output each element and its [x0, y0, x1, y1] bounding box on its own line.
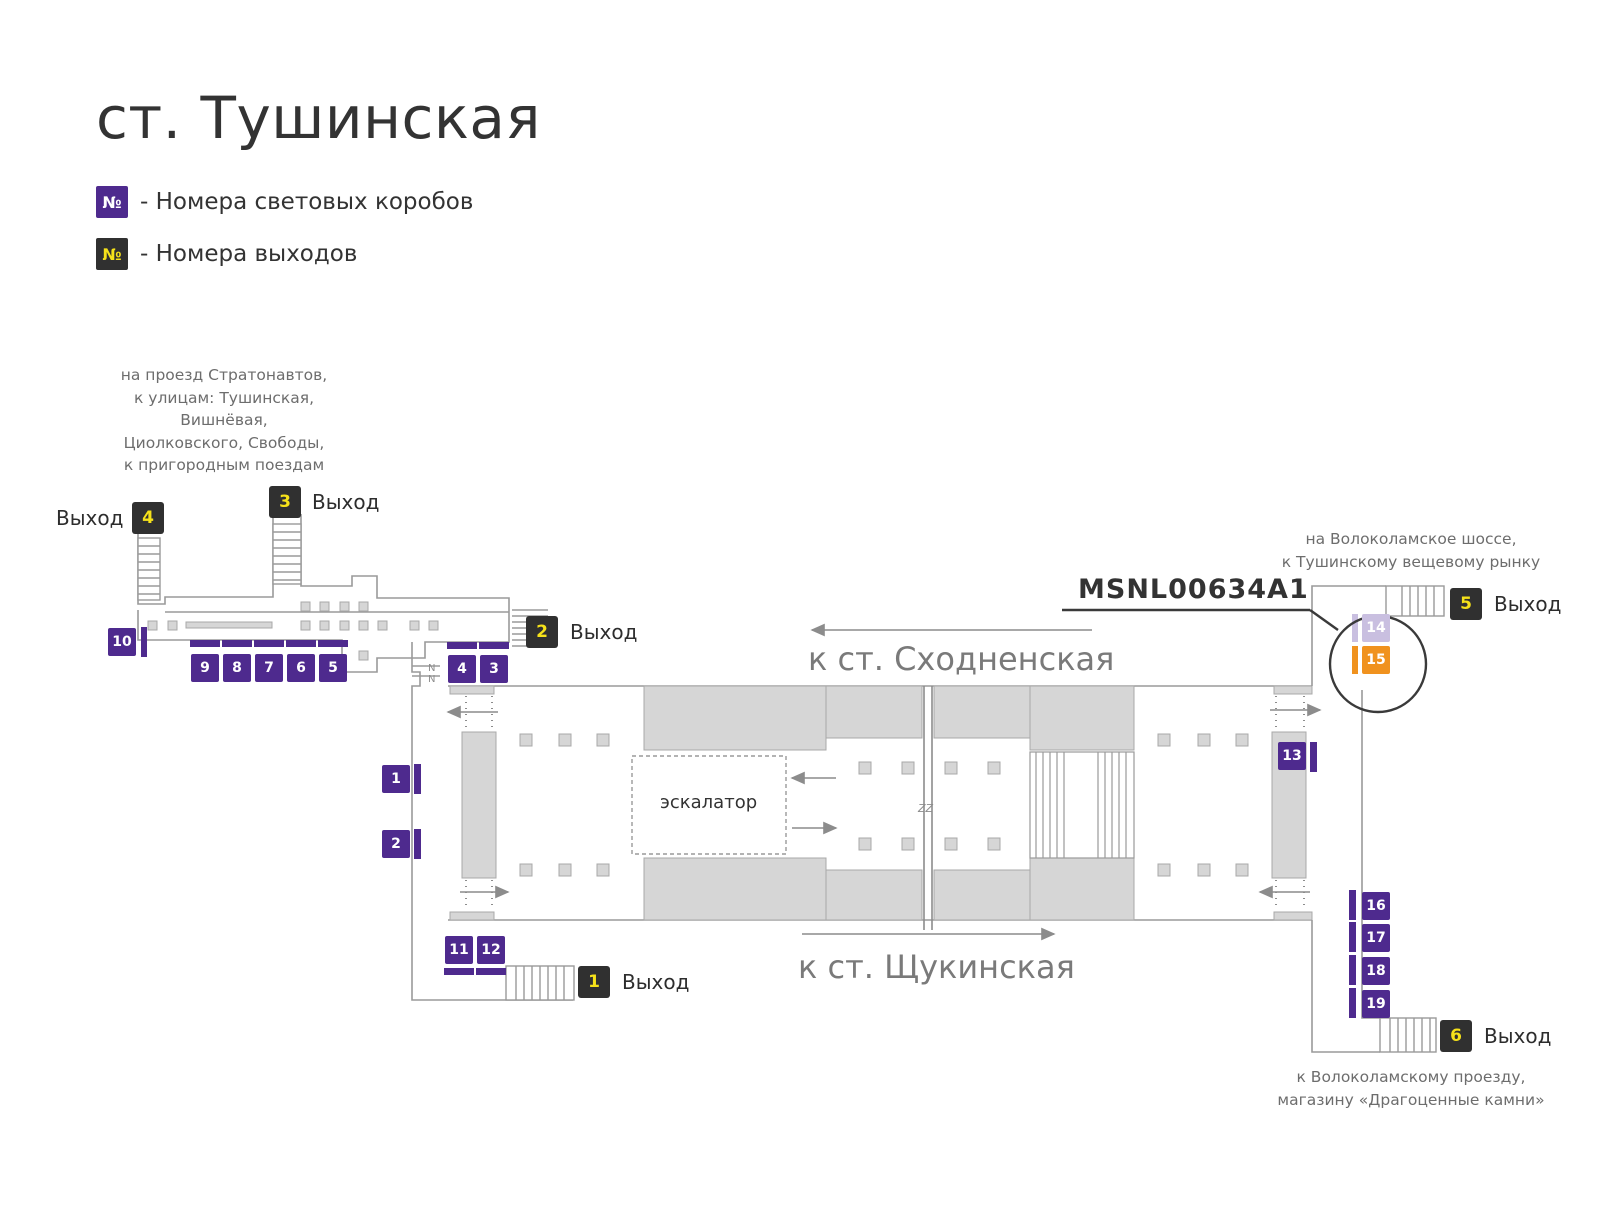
escalator-zone	[631, 755, 787, 855]
note-line: к улицам: Тушинская,	[134, 388, 314, 407]
stairs-exit-3	[272, 523, 302, 585]
exit-6-label: Выход	[1484, 1024, 1552, 1048]
stairs-exit-1	[505, 965, 575, 1001]
north-vestibule	[137, 514, 573, 1001]
svg-text:N: N	[428, 663, 435, 674]
page-title: ст. Тушинская	[96, 84, 541, 152]
exit-6-badge: 6	[1440, 1020, 1472, 1052]
note-line: к пригородным поездам	[123, 456, 325, 474]
exit-4-badge: 4	[132, 502, 164, 534]
exit-3-badge: 3	[269, 486, 301, 518]
note-line: к Волоколамскому проезду,	[1296, 1068, 1526, 1086]
exit-2-label: Выход	[570, 620, 638, 644]
note-line: магазину «Драгоценные камни»	[1277, 1090, 1545, 1109]
exit-4-label: Выход	[56, 506, 124, 530]
direction-north: к ст. Сходненская	[808, 640, 1115, 678]
lightbox-13[interactable]: 13	[1278, 742, 1306, 770]
lightbox-7[interactable]: 7	[255, 654, 283, 682]
lightbox-16[interactable]: 16	[1362, 892, 1390, 920]
exit-2-badge: 2	[526, 616, 558, 648]
exit-3-label: Выход	[312, 490, 380, 514]
note-line: Вишнёвая,	[180, 411, 268, 429]
escalator-label: эскалатор	[660, 792, 758, 813]
lightbox-5[interactable]: 5	[319, 654, 347, 682]
note-exit-5: на Волоколамское шоссе, к Тушинскому вещ…	[1266, 528, 1556, 573]
stairs-exit-5	[1385, 585, 1445, 617]
note-line: на проезд Стратонавтов,	[120, 366, 328, 384]
lightbox-3[interactable]: 3	[480, 655, 508, 683]
lightbox-6[interactable]: 6	[287, 654, 315, 682]
lightbox-15[interactable]: 15	[1362, 646, 1390, 674]
highlight-code: MSNL00634A1	[1078, 574, 1309, 605]
east-corridor	[1311, 585, 1386, 1053]
legend-lightbox-badge: №	[96, 186, 128, 218]
lightbox-18[interactable]: 18	[1362, 957, 1390, 985]
legend-lightbox: № - Номера световых коробов	[96, 186, 473, 218]
central-stairs	[1029, 751, 1135, 859]
direction-arrows	[446, 623, 1322, 941]
note-exit-6: к Волоколамскому проезду, магазину «Драг…	[1266, 1066, 1556, 1111]
lightbox-8[interactable]: 8	[223, 654, 251, 682]
exit-1-badge: 1	[578, 966, 610, 998]
passage-dots	[465, 696, 1305, 910]
lightbox-10[interactable]: 10	[108, 628, 136, 656]
stairs-exit-6	[1379, 1017, 1437, 1053]
legend-exit-badge: №	[96, 238, 128, 270]
exit-5-badge: 5	[1450, 588, 1482, 620]
note-line: Циолковского, Свободы,	[123, 433, 325, 452]
legend-exit-label: - Номера выходов	[140, 241, 358, 267]
track-blocks	[643, 685, 1135, 921]
lightbox-11[interactable]: 11	[445, 936, 473, 964]
lightbox-1[interactable]: 1	[382, 765, 410, 793]
exit-1-label: Выход	[622, 970, 690, 994]
note-line: к Тушинскому вещевому рынку	[1281, 552, 1541, 571]
exit-5-label: Выход	[1494, 592, 1562, 616]
legend-exit: № - Номера выходов	[96, 238, 357, 270]
vestibule-columns	[147, 601, 439, 661]
direction-south: к ст. Щукинская	[798, 948, 1075, 986]
lightbox-12[interactable]: 12	[477, 936, 505, 964]
note-line: на Волоколамское шоссе,	[1305, 530, 1517, 548]
lightbox-bar-15	[1352, 646, 1358, 674]
lightbox-bar-14	[1352, 614, 1358, 642]
lightbox-14[interactable]: 14	[1362, 614, 1390, 642]
lightbox-17[interactable]: 17	[1362, 924, 1390, 952]
legend-lightbox-label: - Номера световых коробов	[140, 189, 474, 215]
note-exits-3-4: на проезд Стратонавтов, к улицам: Тушинс…	[108, 364, 340, 477]
lightbox-2[interactable]: 2	[382, 830, 410, 858]
svg-text:N: N	[428, 674, 435, 685]
central-divider	[923, 686, 933, 930]
lightbox-19[interactable]: 19	[1362, 990, 1390, 1018]
svg-text:ZZ: ZZ	[917, 802, 934, 815]
lightbox-9[interactable]: 9	[191, 654, 219, 682]
lightbox-4[interactable]: 4	[448, 655, 476, 683]
lightbox-bars	[141, 627, 1356, 1018]
platform-columns	[519, 733, 1249, 877]
stairs-exit-4	[137, 537, 161, 601]
